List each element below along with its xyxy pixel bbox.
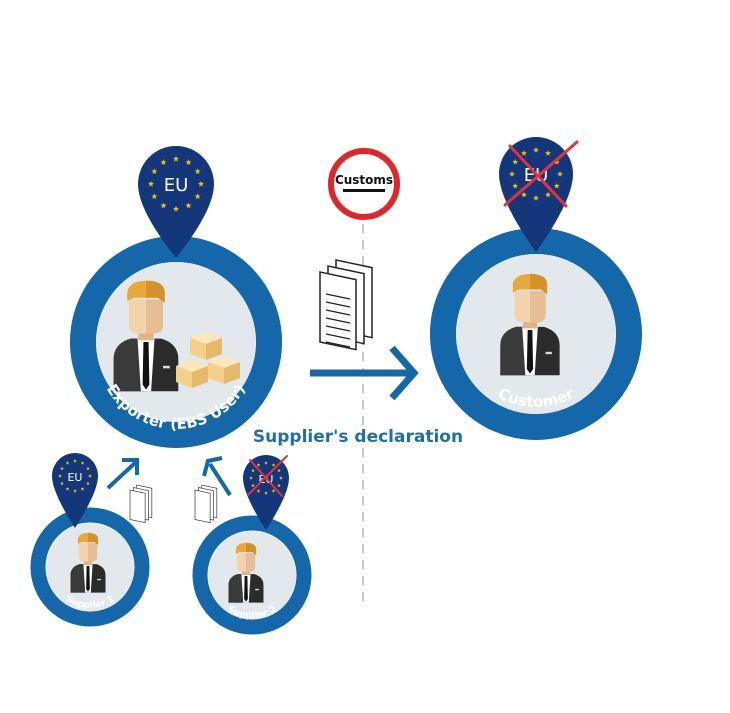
eu-star-icon: [160, 202, 167, 209]
eu-star-icon: [73, 489, 77, 493]
eu-star-icon: [256, 488, 261, 493]
eu-star-icon: [151, 193, 158, 200]
eu-star-icon: [194, 193, 201, 200]
customer-node: Customer: [430, 228, 642, 440]
eu-star-icon: [256, 463, 261, 467]
document-stack-icon: [319, 259, 373, 351]
supplier2-label: Supplier 2: [226, 605, 278, 622]
eu-star-icon: [80, 461, 85, 465]
eu-star-icon: [172, 205, 180, 212]
eu-star-icon: [553, 158, 560, 165]
eu-star-icon: [512, 158, 519, 165]
eu-star-icon: [185, 202, 192, 209]
eu-star-icon: [277, 483, 281, 488]
supplier1-label: Supplier 1: [64, 594, 116, 611]
eu-star-icon: [185, 159, 192, 165]
exporter-eu-pin: EU: [138, 146, 214, 258]
eu-stars-icon: [509, 146, 563, 201]
eu-star-icon: [60, 466, 64, 471]
eu-star-icon: [521, 150, 527, 156]
eu-star-icon: [172, 155, 180, 162]
eu-star-icon: [264, 461, 268, 465]
supplier1-node: Supplier 1: [30, 507, 150, 627]
eu-star-icon: [249, 476, 253, 480]
eu-star-icon: [512, 182, 519, 189]
eu-star-icon: [271, 463, 276, 467]
red-x-icon: [503, 140, 579, 208]
eu-star-icon: [251, 468, 255, 473]
eu-star-icon: [545, 191, 551, 198]
eu-star-icon: [65, 461, 70, 465]
eu-star-icon: [279, 476, 283, 480]
eu-star-icon: [160, 159, 167, 165]
supplier1-arrow: [106, 458, 139, 490]
supplier2-arrow: [202, 456, 232, 497]
eu-star-icon: [80, 486, 85, 491]
eu-star-icon: [509, 170, 515, 177]
customs-sign-label: Customs: [335, 173, 393, 187]
eu-stars-icon: [58, 459, 92, 493]
eu-star-icon: [73, 459, 77, 463]
eu-star-icon: [545, 150, 551, 156]
eu-stars-icon: [147, 155, 205, 212]
parcel-box-icon: [176, 332, 240, 388]
eu-star-icon: [58, 474, 62, 478]
eu-star-icon: [251, 483, 255, 488]
eu-star-icon: [151, 168, 158, 175]
eu-star-icon: [194, 168, 201, 175]
eu-star-icon: [557, 170, 563, 177]
supplier2-document-icon: [194, 484, 218, 523]
eu-star-icon: [197, 180, 205, 187]
supplier2-node: Supplier 2: [192, 515, 312, 635]
eu-star-icon: [86, 466, 90, 471]
eu-star-icon: [271, 488, 276, 493]
red-x-icon: [247, 455, 288, 497]
eu-star-icon: [264, 491, 268, 495]
customer-eu-pin: EU: [499, 137, 579, 252]
eu-star-icon: [521, 191, 527, 198]
supplier1-eu-pin: EU: [52, 453, 98, 528]
declaration-arrow: [310, 345, 419, 401]
eu-star-icon: [277, 468, 281, 473]
exporter-pin-label: EU: [164, 175, 189, 196]
eu-stars-icon: [249, 461, 283, 495]
declaration-caption: Supplier's declaration: [253, 427, 463, 447]
eu-star-icon: [147, 180, 155, 187]
eu-star-icon: [60, 481, 64, 486]
supplier1-pin-label: EU: [67, 471, 82, 484]
eu-star-icon: [553, 182, 560, 189]
eu-star-icon: [88, 474, 92, 478]
exporter-node: Exporter (EBS User): [70, 236, 282, 448]
supplier1-document-icon: [129, 484, 153, 523]
eu-star-icon: [533, 146, 539, 153]
eu-star-icon: [533, 194, 539, 201]
customs-sign: Customs: [328, 148, 400, 220]
supplier2-eu-pin: EU: [243, 455, 289, 530]
eu-star-icon: [65, 486, 70, 491]
eu-star-icon: [86, 481, 90, 486]
